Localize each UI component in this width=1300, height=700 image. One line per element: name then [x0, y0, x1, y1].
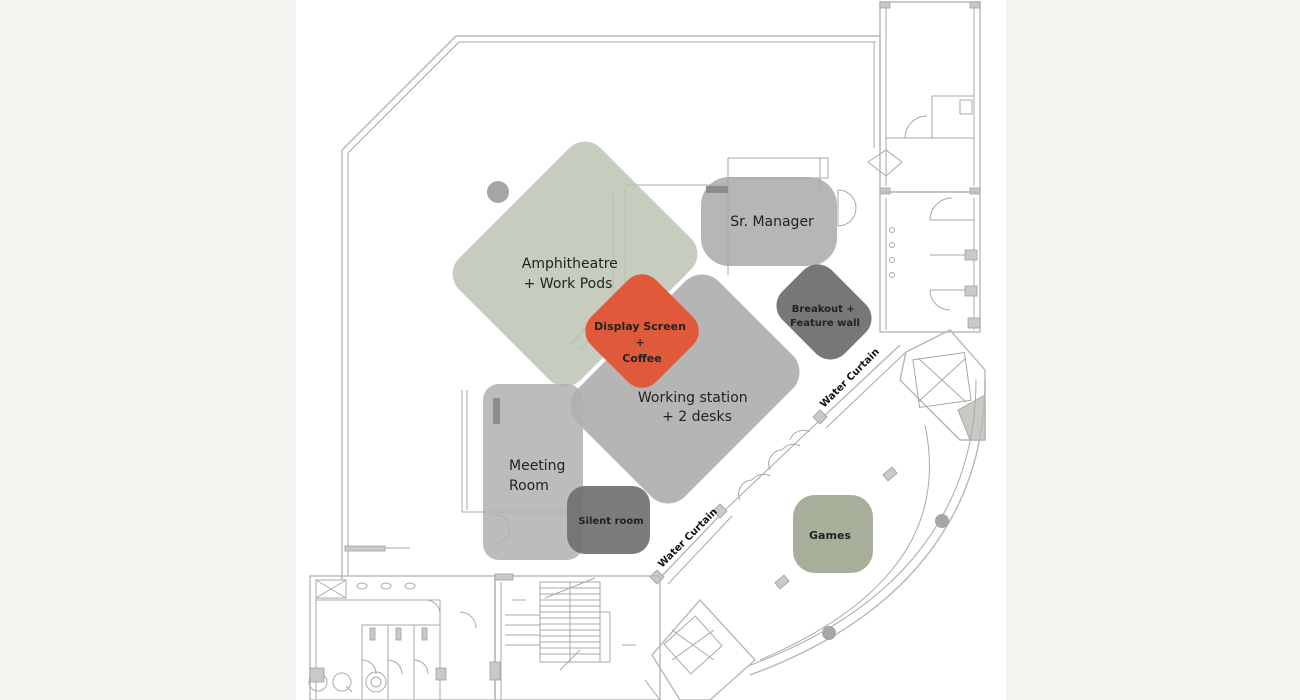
zone-meeting-room-line1: Meeting	[509, 458, 565, 474]
zone-sr-manager-marker	[706, 186, 728, 193]
zone-breakout: Breakout + Feature wall	[776, 264, 872, 360]
zone-meeting-room-marker	[493, 398, 500, 424]
svg-text:Breakout + Feature wall: Breakout + Feature wall	[790, 304, 860, 329]
zone-amphitheatre: Amphitheatre + Work Pods	[452, 141, 698, 387]
zone-working-station-shape	[570, 274, 800, 504]
zone-sr-manager-shape	[701, 177, 837, 266]
svg-text:Meeting Room: Meeting Room	[509, 458, 570, 494]
zone-amphitheatre-shape	[452, 141, 698, 387]
column-marker	[935, 514, 949, 528]
staircase	[505, 577, 611, 671]
zone-amphitheatre-line1: Amphitheatre	[522, 256, 618, 272]
column-marker	[822, 626, 836, 640]
zone-sr-manager: Sr. Manager	[701, 177, 837, 266]
zone-display-screen-line1: Display Screen	[594, 320, 686, 333]
zone-display-screen-shape	[585, 274, 699, 388]
zone-sr-manager-label: Sr. Manager	[730, 214, 814, 230]
zone-working-station-line1: Working station	[638, 390, 748, 406]
zone-breakout-line1: Breakout +	[792, 304, 855, 315]
svg-text:Amphitheatre + Work Pods: Amphitheatre + Work Pods	[522, 256, 622, 292]
svg-text:Display Screen + C: Display Screen + Coffee	[594, 320, 690, 365]
zone-display-screen: Display Screen + Coffee	[585, 274, 699, 388]
zone-meeting-room-line2: Room	[509, 478, 549, 494]
zone-silent-room: Silent room	[567, 486, 650, 554]
zone-silent-room-label: Silent room	[578, 516, 643, 527]
zone-breakout-line2: Feature wall	[790, 318, 860, 329]
column-marker	[487, 181, 509, 203]
zone-silent-room-shape	[567, 486, 650, 554]
zone-games-label: Games	[809, 529, 851, 542]
zone-display-screen-line3: Coffee	[622, 352, 661, 365]
zone-working-station: Working station + 2 desks	[570, 274, 800, 504]
zone-games: Games	[793, 495, 873, 573]
zone-breakout-shape	[776, 264, 872, 360]
zone-amphitheatre-line2: + Work Pods	[524, 276, 613, 292]
zone-display-screen-line2: +	[635, 336, 644, 349]
zone-games-shape	[793, 495, 873, 573]
zone-working-station-line2: + 2 desks	[662, 409, 732, 425]
svg-text:Working station + 2 desk: Working station + 2 desks	[638, 390, 752, 425]
zone-meeting-room-shape	[483, 384, 583, 560]
zone-meeting-room: Meeting Room	[483, 384, 583, 560]
